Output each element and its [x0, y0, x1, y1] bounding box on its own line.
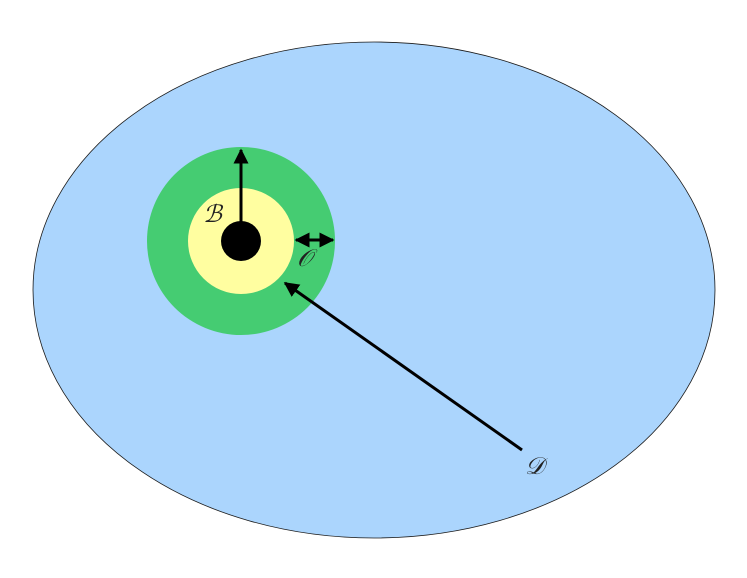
label-b: ℬ — [203, 200, 224, 228]
outer-region — [32, 41, 716, 539]
distance-arrow — [283, 281, 523, 452]
